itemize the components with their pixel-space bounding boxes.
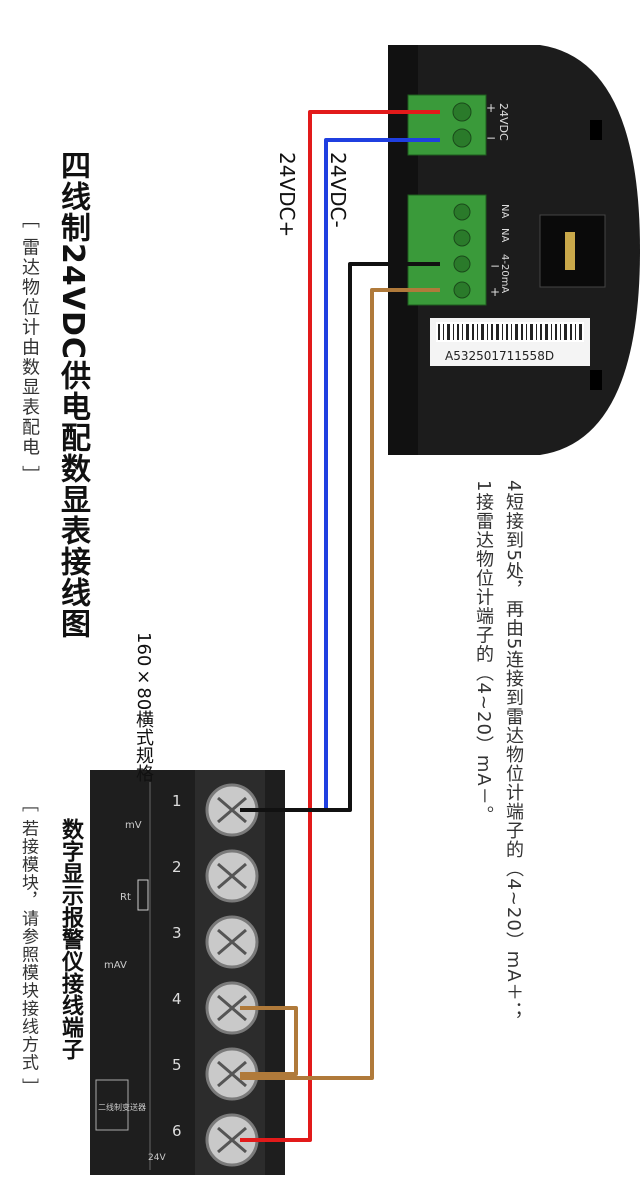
diagram-title: 四线制24VDC供电配数显表接线图 [55, 150, 90, 639]
display-device: 24VDC + − NA NA 4-20mA − + [388, 45, 640, 455]
diagram-subtitle: ［ 雷达物位计由数显表配电 ］ [19, 210, 40, 486]
serial-number: A532501711558D [445, 349, 554, 363]
schematic-transmitter: 二线制变送器 [98, 1102, 146, 1112]
schematic-v: V [120, 960, 127, 971]
wire-brown [240, 288, 440, 1080]
schematic-mv: mV [125, 820, 142, 831]
schematic-resistor [137, 879, 149, 911]
spec-label: 160×80横式规格 [133, 632, 154, 783]
wire-label-negative: 24VDC- [326, 152, 350, 228]
terminal-number-1: 1 [172, 792, 182, 810]
signal-screw-1 [453, 203, 471, 221]
signal-screw-4 [453, 281, 471, 299]
barcode [436, 322, 584, 342]
schematic-24v: 24V [148, 1153, 166, 1163]
signal-label-na2: NA [499, 228, 510, 242]
screw-slot [217, 994, 247, 1022]
mount-clip-top [590, 120, 602, 140]
power-sign-minus: − [486, 131, 496, 145]
signal-screw-3 [453, 255, 471, 273]
wire-black [240, 262, 440, 812]
terminal-number-4: 4 [172, 990, 182, 1008]
wire-label-positive: 24VDC+ [275, 152, 299, 238]
side-port [539, 214, 606, 288]
power-connector [407, 94, 487, 156]
terminal-number-5: 5 [172, 1056, 182, 1074]
wire-red [240, 110, 440, 1142]
terminal-note: ［ 若接模块，请参照模块接线方式 ］ [18, 795, 38, 1096]
signal-sign-plus: + [490, 285, 500, 299]
schematic-ma: mA [104, 960, 121, 971]
signal-label-4-20ma: 4-20mA [499, 254, 510, 293]
schematic-rt: Rt [120, 892, 131, 903]
wiring-note-2: 1接雷达物位计端子的（4~20）mA－。 [473, 480, 494, 825]
terminal-block: 1 2 3 4 5 6 mV Rt V mA 二线制变送器 24V [90, 770, 285, 1175]
wire-brown-bridge [240, 1006, 298, 1076]
screw-slot [217, 1060, 247, 1088]
screw-slot [217, 862, 247, 890]
signal-screw-2 [453, 229, 471, 247]
power-screw-2 [452, 128, 472, 148]
screw-slot [217, 1126, 247, 1154]
screw-slot [217, 928, 247, 956]
terminal-number-6: 6 [172, 1122, 182, 1140]
wires [240, 110, 440, 1142]
terminal-number-2: 2 [172, 858, 182, 876]
mount-clip-bottom [590, 370, 602, 390]
power-label: 24VDC [497, 103, 510, 141]
signal-connector [407, 194, 487, 306]
signal-label-na1: NA [499, 204, 510, 218]
signal-sign-minus: − [490, 259, 500, 273]
screw-slot [217, 796, 247, 824]
terminal-strip [195, 770, 265, 1175]
schematic-transmitter-box [95, 1079, 129, 1131]
wiring-note-1: 4短接到5处，再由5连接到雷达物位计端子的（4~20）mA＋； [503, 480, 524, 1021]
terminal-number-3: 3 [172, 924, 182, 942]
power-sign-plus: + [486, 101, 496, 115]
port-pins [565, 232, 575, 270]
terminal-title: 数字显示报警仪接线端子 [58, 818, 83, 1060]
power-screw-1 [452, 102, 472, 122]
